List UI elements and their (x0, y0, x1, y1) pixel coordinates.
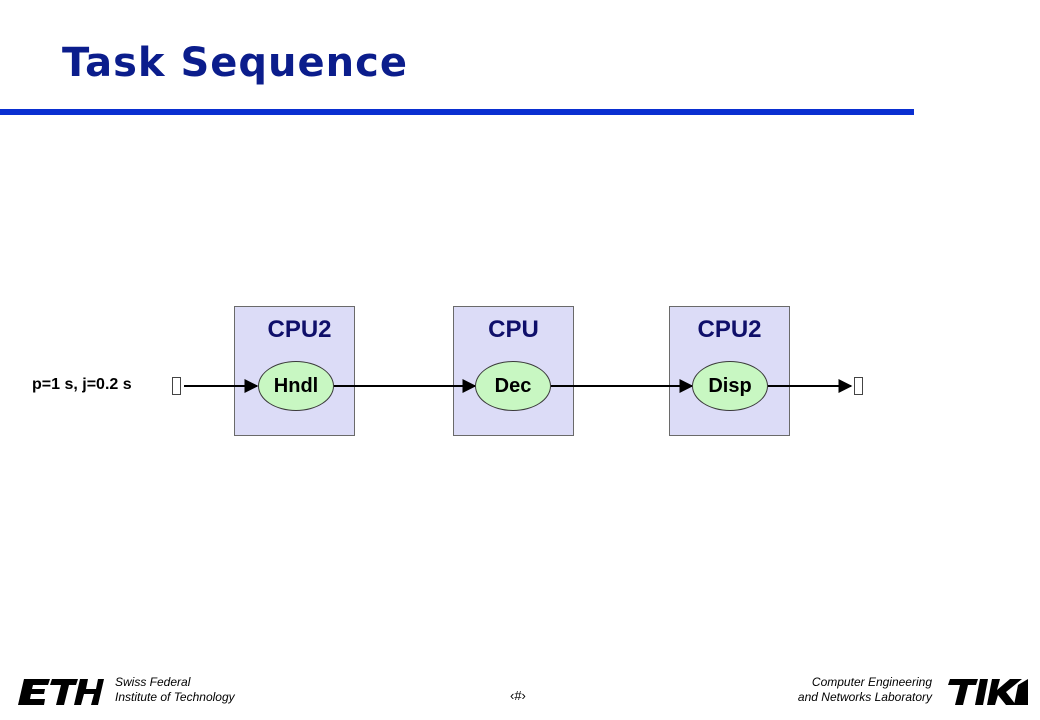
title-rule (0, 109, 914, 115)
slide-title: Task Sequence (62, 40, 408, 86)
footer-left-line2: Institute of Technology (115, 690, 235, 704)
footer-right-line2: and Networks Laboratory (797, 690, 932, 704)
cpu-label-1: CPU2 (267, 316, 332, 343)
footer-left-line1: Swiss Federal (115, 675, 191, 689)
task-dec: Dec (475, 361, 551, 411)
page-number: ‹#› (510, 688, 526, 703)
output-port (854, 377, 863, 395)
task-hndl: Hndl (258, 361, 334, 411)
footer-right-line1: Computer Engineering (811, 675, 932, 689)
tik-logo (948, 679, 1028, 705)
cpu-label-2: CPU (488, 316, 539, 343)
cpu-label-3: CPU2 (697, 316, 762, 343)
task-disp: Disp (692, 361, 768, 411)
input-port (172, 377, 181, 395)
eth-logo (18, 679, 104, 705)
stream-label: p=1 s, j=0.2 s (32, 376, 132, 393)
